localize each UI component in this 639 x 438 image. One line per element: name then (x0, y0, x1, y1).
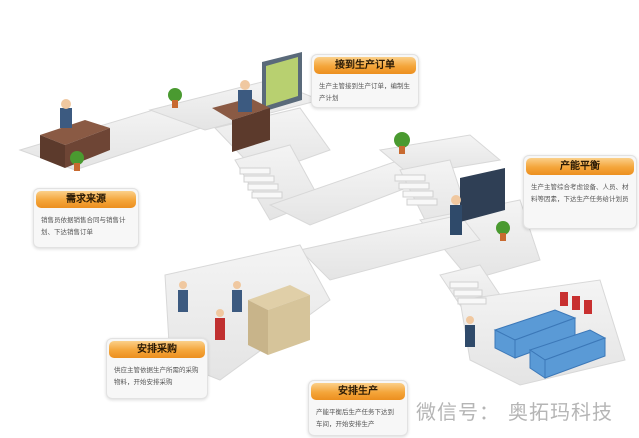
step-desc: 销售员依据销售合同与销售计划、下达销售订单 (41, 216, 126, 236)
step-card-purchase: 安排采购 供应主管依据生产所需的采购物料，开始安排采购 (106, 338, 208, 399)
stairs (239, 167, 487, 305)
capacity-board (450, 168, 505, 235)
step-title: 安排生产 (311, 383, 405, 400)
step-card-production: 安排生产 产能平衡后生产任务下达到车间，开始安排生产 (308, 380, 408, 436)
step-title: 产能平衡 (526, 158, 634, 175)
step-desc: 生产主管接到生产订单，编制生产计划 (319, 82, 410, 102)
step-title: 安排采购 (109, 341, 205, 358)
step-title: 接到生产订单 (314, 57, 416, 74)
step-desc: 供应主管依据生产所需的采购物料，开始安排采购 (114, 366, 199, 386)
sales-desk (40, 99, 110, 168)
step-card-demand: 需求来源 销售员依据销售合同与销售计划、下达销售订单 (33, 188, 139, 248)
step-title: 需求来源 (36, 191, 136, 208)
production-line (465, 292, 607, 379)
step-card-order: 接到生产订单 生产主管接到生产订单，编制生产计划 (311, 54, 419, 108)
step-desc: 生产主管综合考虑设备、人员、材料等因素，下达生产任务给计划员 (531, 183, 629, 203)
plant-icons (70, 88, 510, 241)
watermark-left: 微信号： (416, 400, 500, 424)
step-desc: 产能平衡后生产任务下达到车间，开始安排生产 (316, 408, 394, 428)
order-manager (212, 52, 302, 152)
watermark-right: 奥拓玛科技 (508, 400, 613, 424)
purchasing-area (178, 281, 310, 355)
step-card-capacity: 产能平衡 生产主管综合考虑设备、人员、材料等因素，下达生产任务给计划员 (523, 155, 637, 229)
